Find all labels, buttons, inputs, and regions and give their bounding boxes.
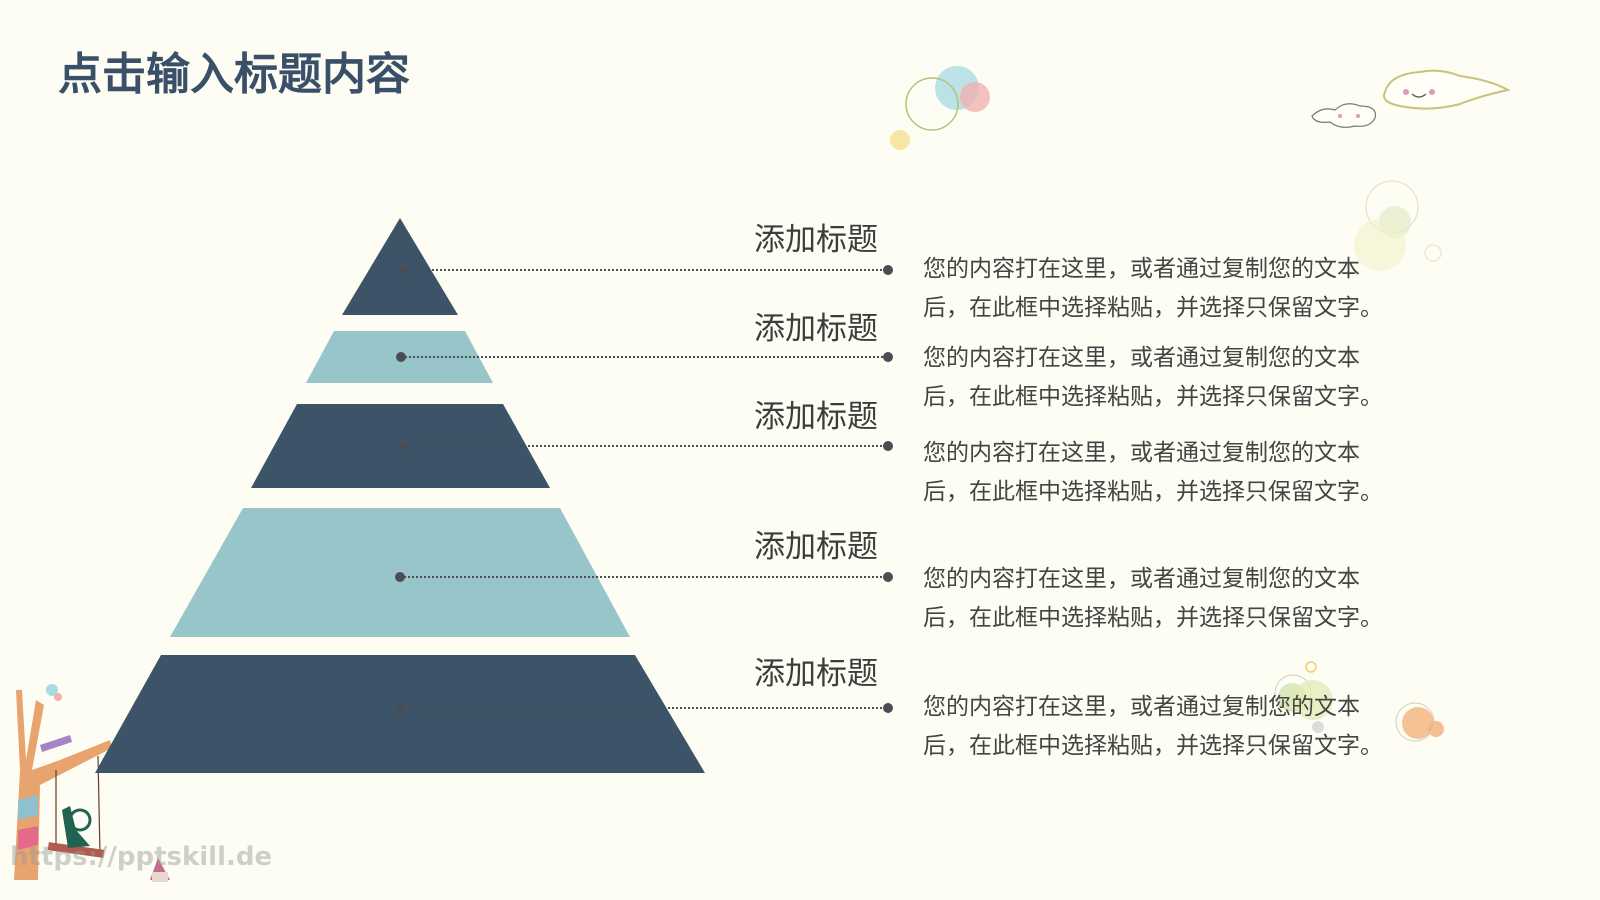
level-2-description[interactable]: 您的内容打在这里，或者通过复制您的文本 后，在此框中选择粘贴，并选择只保留文字。 — [923, 339, 1443, 417]
pyramid-level-1[interactable] — [342, 218, 458, 315]
level-5-description[interactable]: 您的内容打在这里，或者通过复制您的文本 后，在此框中选择粘贴，并选择只保留文字。 — [923, 688, 1443, 766]
level-1-description[interactable]: 您的内容打在这里，或者通过复制您的文本 后，在此框中选择粘贴，并选择只保留文字。 — [923, 250, 1443, 328]
description-line: 您的内容打在这里，或者通过复制您的文本 — [923, 694, 1360, 720]
description-line: 后，在此框中选择粘贴，并选择只保留文字。 — [923, 479, 1383, 505]
level-2-title[interactable]: 添加标题 — [754, 311, 878, 347]
description-line: 后，在此框中选择粘贴，并选择只保留文字。 — [923, 384, 1383, 410]
description-line: 您的内容打在这里，或者通过复制您的文本 — [923, 440, 1360, 466]
cloud-icon — [1311, 69, 1511, 128]
bubbles-icon — [890, 66, 990, 150]
connector-lines — [400, 269, 888, 709]
slide-title[interactable]: 点击输入标题内容 — [58, 49, 410, 100]
description-line: 您的内容打在这里，或者通过复制您的文本 — [923, 566, 1360, 592]
description-line: 后，在此框中选择粘贴，并选择只保留文字。 — [923, 605, 1383, 631]
watermark: https://pptskill.de — [10, 842, 273, 872]
pyramid-level-5[interactable] — [95, 655, 705, 773]
connector-dots — [395, 265, 893, 713]
level-3-description[interactable]: 您的内容打在这里，或者通过复制您的文本 后，在此框中选择粘贴，并选择只保留文字。 — [923, 434, 1443, 512]
tree-swing-illustration — [14, 684, 170, 882]
level-4-description[interactable]: 您的内容打在这里，或者通过复制您的文本 后，在此框中选择粘贴，并选择只保留文字。 — [923, 560, 1443, 638]
bubbles-icon — [1274, 661, 1444, 742]
bubbles-icon — [1354, 180, 1442, 271]
level-4-title[interactable]: 添加标题 — [754, 529, 878, 565]
description-line: 您的内容打在这里，或者通过复制您的文本 — [923, 345, 1360, 371]
description-line: 后，在此框中选择粘贴，并选择只保留文字。 — [923, 733, 1383, 759]
level-3-title[interactable]: 添加标题 — [754, 399, 878, 435]
level-5-title[interactable]: 添加标题 — [754, 656, 878, 692]
description-line: 您的内容打在这里，或者通过复制您的文本 — [923, 256, 1360, 282]
description-line: 后，在此框中选择粘贴，并选择只保留文字。 — [923, 295, 1383, 321]
level-1-title[interactable]: 添加标题 — [754, 222, 878, 258]
